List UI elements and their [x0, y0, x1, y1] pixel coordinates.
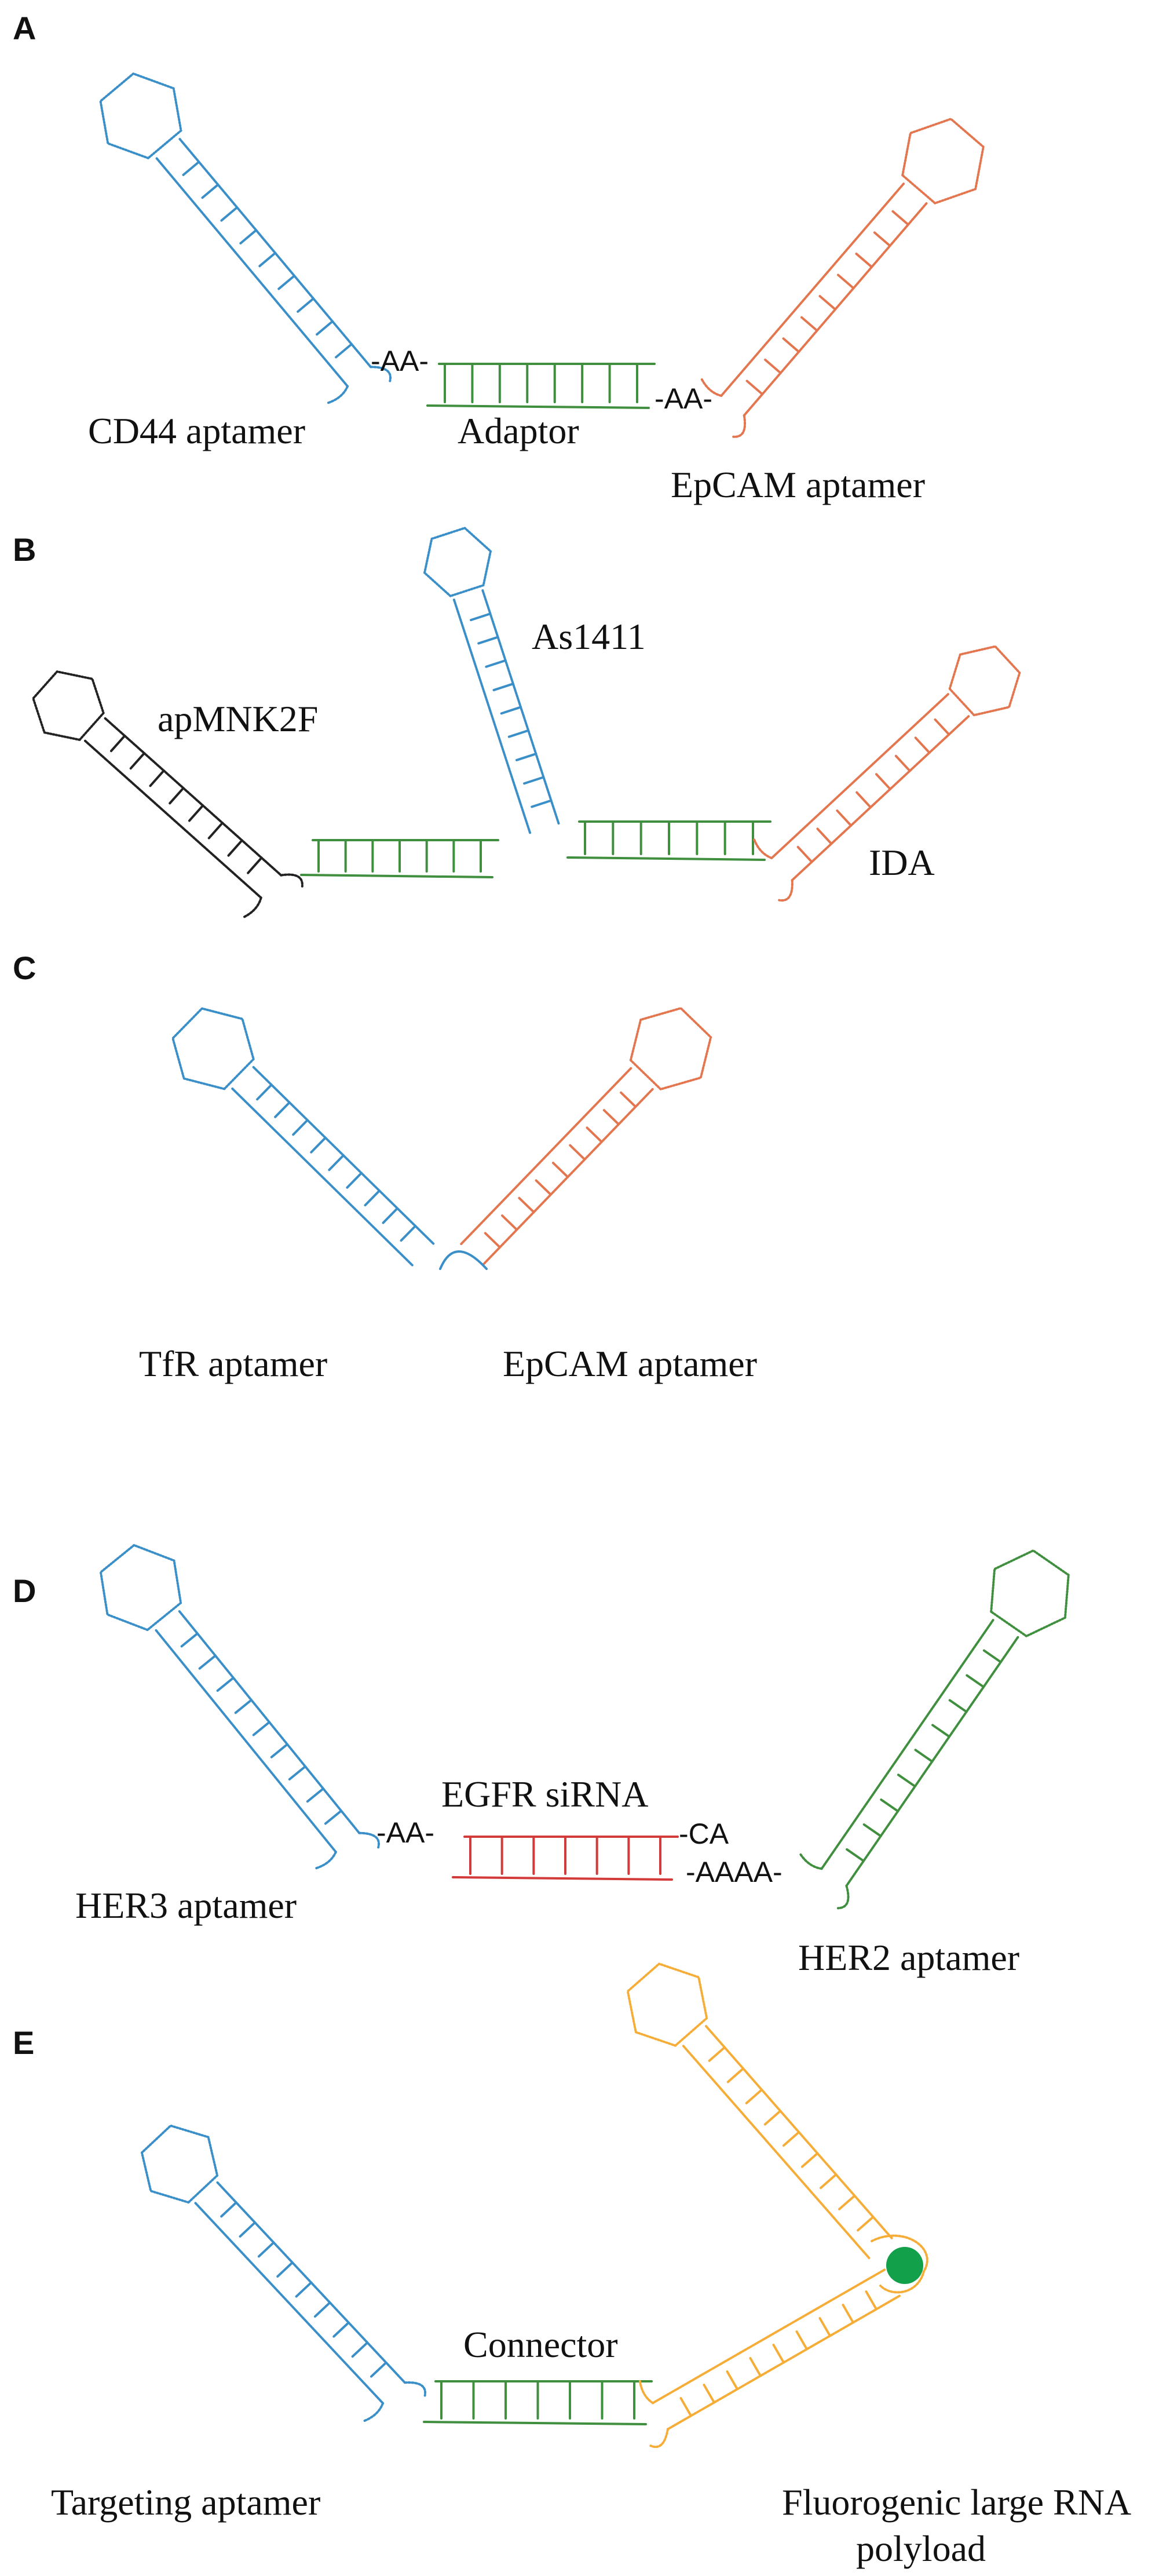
fluorophore-dot [886, 2247, 923, 2284]
panel-letter-e: E [13, 2024, 34, 2061]
as1411-aptamer-hairpin [423, 527, 560, 835]
panel-a: A -AA- -AA- CD44 aptamer Adaptor EpCAM a… [13, 10, 985, 505]
fluorogenic-bulge-loop [871, 2234, 928, 2294]
label-egfr-sirna: EGFR siRNA [441, 1774, 648, 1815]
apmnk2f-aptamer-hairpin [32, 670, 304, 918]
ida-aptamer-hairpin [752, 645, 1021, 902]
adaptor-duplex [426, 363, 656, 409]
panel-letter-b: B [13, 531, 36, 568]
spacer-aa-d: -AA- [376, 1816, 434, 1849]
cd44-aptamer-hairpin [99, 72, 392, 404]
targeting-aptamer-hairpin [140, 2124, 427, 2422]
label-cd44-aptamer: CD44 aptamer [88, 410, 305, 451]
label-tfr-aptamer: TfR aptamer [139, 1343, 327, 1384]
tfr-epcam-junction-arc [439, 1250, 488, 1270]
label-connector: Connector [463, 2324, 618, 2365]
epcam-aptamer-hairpin-c [460, 1007, 712, 1267]
label-as1411: As1411 [532, 616, 646, 657]
label-adaptor: Adaptor [458, 410, 579, 451]
panel-letter-a: A [13, 10, 36, 46]
panel-b: B apMNK2F As1411 IDA [13, 527, 1021, 918]
overhang-ca: -CA [679, 1818, 729, 1850]
label-epcam-aptamer-c: EpCAM aptamer [503, 1343, 757, 1384]
label-her3-aptamer: HER3 aptamer [75, 1885, 297, 1926]
label-epcam-aptamer-a: EpCAM aptamer [671, 464, 925, 505]
panel-letter-d: D [13, 1572, 36, 1609]
tfr-aptamer-hairpin [171, 1007, 435, 1267]
label-fluorogenic-large-rna: Fluorogenic large RNA [782, 2482, 1131, 2523]
polyload-upper-hairpin [626, 1962, 893, 2260]
connector-duplex-b-right [566, 820, 772, 861]
connector-duplex-e [423, 2380, 653, 2425]
polyload-lower-stem [638, 2268, 901, 2449]
label-her2-aptamer: HER2 aptamer [798, 1937, 1019, 1978]
label-apmnk2f: apMNK2F [158, 698, 318, 739]
spacer-aa-left: -AA- [371, 345, 429, 377]
label-targeting-aptamer: Targeting aptamer [51, 2482, 320, 2523]
panel-e: E Connector Targeting aptamer Fluorogeni… [13, 1962, 1131, 2569]
label-polyload: polyload [856, 2528, 986, 2569]
panel-letter-c: C [13, 950, 36, 986]
connector-duplex-b-left [300, 839, 499, 878]
panel-d: D -AA- -CA -AAAA- EGFR siRNA HER3 aptame… [13, 1544, 1070, 1978]
spacer-aaaa: -AAAA- [686, 1856, 783, 1888]
panel-c: C TfR aptamer EpCAM aptamer [13, 950, 757, 1384]
epcam-aptamer-hairpin-a [700, 118, 985, 438]
spacer-aa-right: -AA- [655, 382, 712, 415]
her2-aptamer-hairpin [799, 1549, 1070, 1910]
her3-aptamer-hairpin [99, 1544, 380, 1870]
egfr-sirna-duplex [452, 1836, 679, 1881]
label-ida: IDA [869, 842, 935, 883]
